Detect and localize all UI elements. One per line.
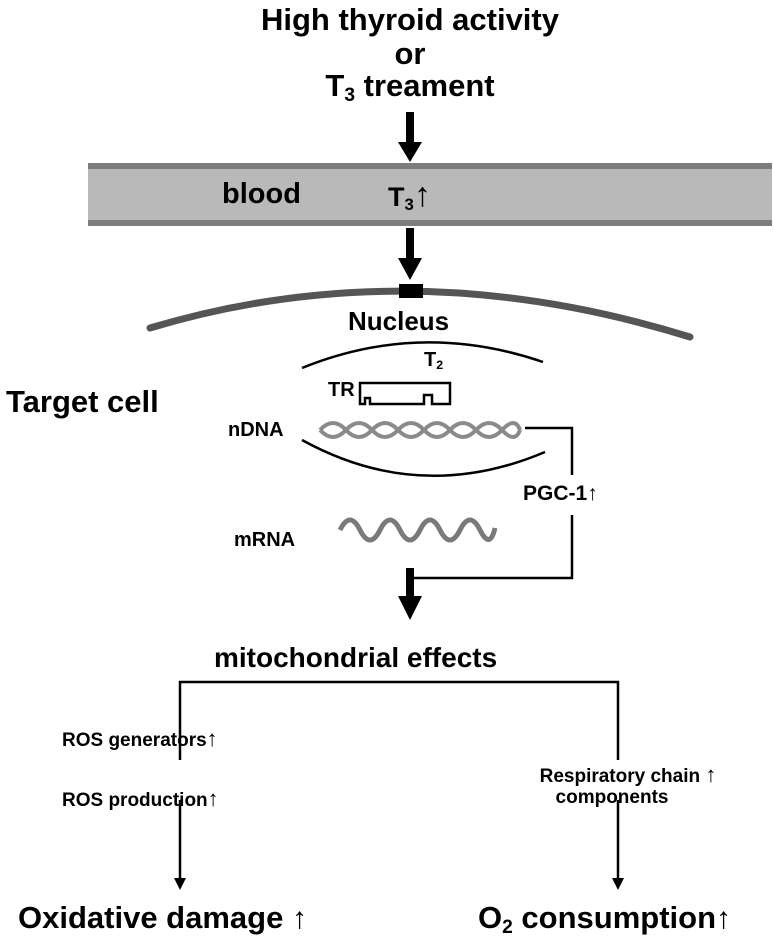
ros-production-label: ROS production↑ [62,786,219,811]
oxidative-damage-up-arrow: ↑ [291,902,307,935]
respiratory-chain-up-arrow: ↑ [705,762,717,787]
left-outcome-arrowhead [174,878,186,890]
ros-production-up-arrow: ↑ [207,786,219,811]
effects-branches [178,680,620,880]
arrow-header-to-blood [398,112,422,162]
right-outcome-arrowhead [612,878,624,890]
components-label: components [555,787,669,808]
ros-production-text: ROS production [62,790,208,811]
blood-vessel [88,163,772,226]
oxidative-damage-label: Oxidative damage ↑ [18,902,307,934]
tr-label: TR [328,379,355,401]
header-t-subscript: 3 [344,84,356,106]
ndna-helix [318,421,522,439]
arrow-blood-to-nucleus [398,228,422,280]
pgc1-up-arrow: ↑ [587,482,598,505]
t2-label: T2 [424,349,444,373]
mrna-label: mRNA [234,529,296,551]
blood-t3-up-arrow: ↑ [413,176,431,214]
nucleus-upper-arc [301,341,544,370]
mrna-wave [337,517,498,543]
header-line-3: T3 treament [200,68,620,105]
blood-t3-subscript: 3 [404,195,414,215]
ros-generators-label: ROS generators↑ [62,726,218,751]
o2-symbol: O [478,900,503,935]
header-line-1: High thyroid activity [261,2,559,37]
ros-generators-text: ROS generators [62,730,207,751]
nucleus-label: Nucleus [348,306,450,336]
target-cell-label: Target cell [6,384,159,419]
o2-consumption-label: O2 consumption↑ [478,900,732,937]
pgc1-connector [412,426,574,580]
t2-symbol: T [424,349,437,371]
pgc1-label: PGC-1↑ [523,483,598,504]
o2-consumption-up-arrow: ↑ [716,902,732,935]
mito-effects-title: mitochondrial effects [214,642,498,673]
header-treatment-text: treament [355,68,495,103]
header-t-symbol: T [325,68,345,103]
o2-subscript: 2 [502,916,513,938]
blood-t3-label: T3↑ [388,176,431,215]
t2-subscript: 2 [436,358,444,373]
respiratory-chain-text: Respiratory chain [539,766,701,787]
ndna-label: nDNA [228,419,284,441]
arrow-to-mito-effects [398,568,422,620]
header-line-2: or [394,36,426,71]
o2-consumption-text: consumption [512,900,717,935]
tr-receptor-shape [358,381,452,406]
blood-label: blood [222,178,301,210]
membrane-receptor [399,284,423,298]
oxidative-damage-text: Oxidative damage [18,900,284,935]
nucleus-lower-arc [301,438,546,478]
pgc1-text: PGC-1 [523,482,588,505]
ros-generators-up-arrow: ↑ [206,726,218,751]
respiratory-chain-label: Respiratory chain ↑ [488,762,768,787]
blood-t3-symbol: T [388,182,405,212]
